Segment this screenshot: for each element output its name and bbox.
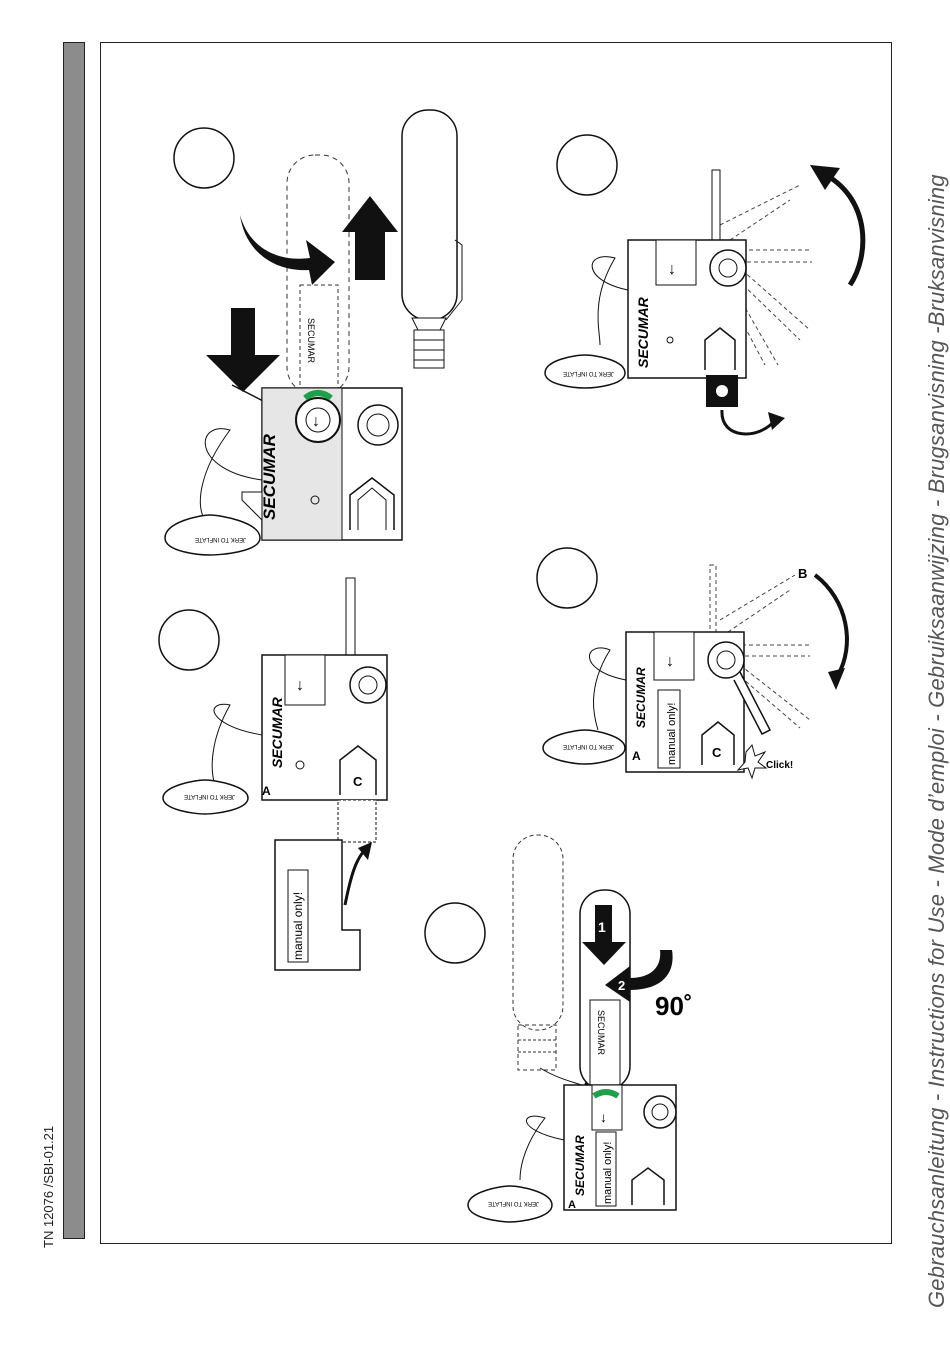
toggle-handle [467, 1185, 553, 1223]
cartridge [401, 109, 458, 321]
arrow-down-glyph: ↓ [312, 413, 320, 430]
down-arrow-icon [206, 308, 280, 392]
step-2-label: 2 [618, 978, 625, 993]
brand-label: SECUMAR [634, 667, 648, 728]
green-indicator [592, 1089, 620, 1099]
sidebar-bar [63, 42, 85, 1239]
cartridge-logo: SECUMAR [596, 1010, 606, 1056]
down-arrow-icon [582, 905, 626, 965]
toggle-text: JERK TO INFLATE [563, 370, 614, 376]
letter-a: A [632, 749, 641, 763]
click-burst-icon [736, 743, 768, 780]
panel-1-remove-cartridge: SECUMAR ↓ SECUMAR JERK TO INFLATE [164, 109, 463, 556]
arrow-down-glyph: ↓ [600, 1109, 607, 1125]
rotate-arrow-icon [240, 215, 335, 285]
curved-arrow-icon [824, 172, 866, 287]
letter-c: C [712, 745, 722, 760]
brand-label: SECUMAR [269, 696, 285, 768]
manual-only-label: manual only! [666, 703, 678, 765]
manual-only-label: manual only! [291, 892, 305, 960]
step-circle-5 [424, 902, 486, 964]
arrow-down-glyph: ↓ [668, 261, 676, 278]
toggle-handle [542, 729, 626, 765]
illustration-frame [100, 42, 892, 1244]
brand-label: SECUMAR [573, 1135, 587, 1196]
toggle-text: JERK TO INFLATE [488, 1200, 539, 1206]
cartridge-logo: SECUMAR [306, 318, 316, 364]
ghost-cartridge [512, 834, 564, 1031]
toggle-text: JERK TO INFLATE [184, 793, 235, 799]
arrow-down-glyph: ↓ [296, 677, 304, 694]
arrow-down-glyph: ↓ [666, 653, 674, 670]
letter-c: C [353, 774, 363, 789]
curved-arrow-icon [813, 573, 849, 676]
letter-a: A [568, 1199, 576, 1211]
click-label: Click! [766, 760, 793, 771]
step-1-label: 1 [598, 919, 606, 935]
panel-3-attach-manual-clip: ↓ C A SECUMAR manual only! JERK TO INFLA… [158, 577, 388, 971]
brand-label: SECUMAR [260, 433, 279, 520]
step-circle-3 [158, 609, 220, 671]
rotate-arrow-icon [605, 950, 673, 1002]
manual-only-label: manual only! [602, 1142, 614, 1204]
brand-label: SECUMAR [635, 296, 651, 368]
letter-b: B [798, 566, 807, 581]
step-circle-1 [173, 127, 235, 189]
panel-2-open-lever: ↓ SECUMAR JERK TO INFLATE [544, 134, 866, 436]
step-circle-4 [536, 547, 598, 609]
letter-a: A [262, 784, 271, 798]
toggle-text: JERK TO INFLATE [195, 536, 246, 542]
toggle-handle [162, 779, 249, 815]
panel-4-close-lever: B ↓ manual only! C A SECUMAR Click! JERK… [536, 547, 849, 780]
lever [733, 671, 772, 736]
step-circle-2 [556, 134, 618, 196]
toggle-handle [164, 514, 261, 556]
angle-label: 90˚ [655, 991, 693, 1021]
green-indicator [303, 390, 333, 401]
up-arrow-icon [342, 196, 398, 280]
panel-5-insert-cartridge: SECUMAR 1 2 90˚ ↓ manual only! A SECUMAR… [424, 834, 693, 1223]
toggle-handle [544, 354, 626, 389]
toggle-text: JERK TO INFLATE [563, 743, 614, 749]
